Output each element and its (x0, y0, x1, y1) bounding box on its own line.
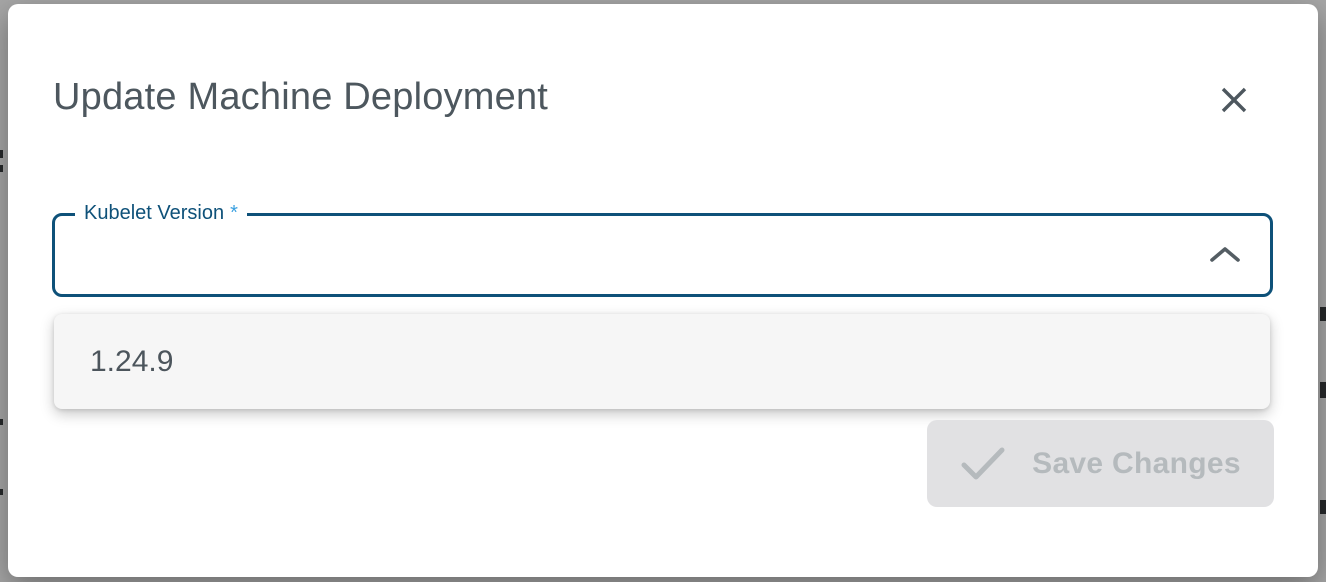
close-button[interactable] (1212, 78, 1256, 122)
backdrop-text-fragment (1320, 307, 1326, 321)
version-options-panel: 1.24.9 (54, 314, 1270, 409)
save-changes-label: Save Changes (1032, 446, 1241, 480)
close-icon (1219, 85, 1249, 115)
save-changes-button[interactable]: Save Changes (927, 420, 1274, 507)
backdrop-text-fragment (0, 150, 3, 158)
chevron-up-icon[interactable] (1208, 245, 1242, 265)
page-title: Update Machine Deployment (53, 76, 549, 118)
backdrop-text-fragment (0, 489, 3, 495)
required-asterisk: * (230, 202, 238, 224)
backdrop-text-fragment (1320, 500, 1326, 514)
kubelet-version-label: Kubelet Version* (75, 201, 247, 225)
backdrop-text-fragment (1320, 382, 1326, 398)
check-icon (960, 446, 1006, 482)
update-machine-deployment-dialog: Update Machine Deployment Kubelet Versio… (8, 4, 1318, 577)
option-1-24-9[interactable]: 1.24.9 (90, 344, 174, 378)
backdrop-text-fragment (0, 419, 3, 425)
kubelet-version-select[interactable]: Kubelet Version* (52, 201, 1273, 297)
backdrop-text-fragment (0, 165, 3, 172)
